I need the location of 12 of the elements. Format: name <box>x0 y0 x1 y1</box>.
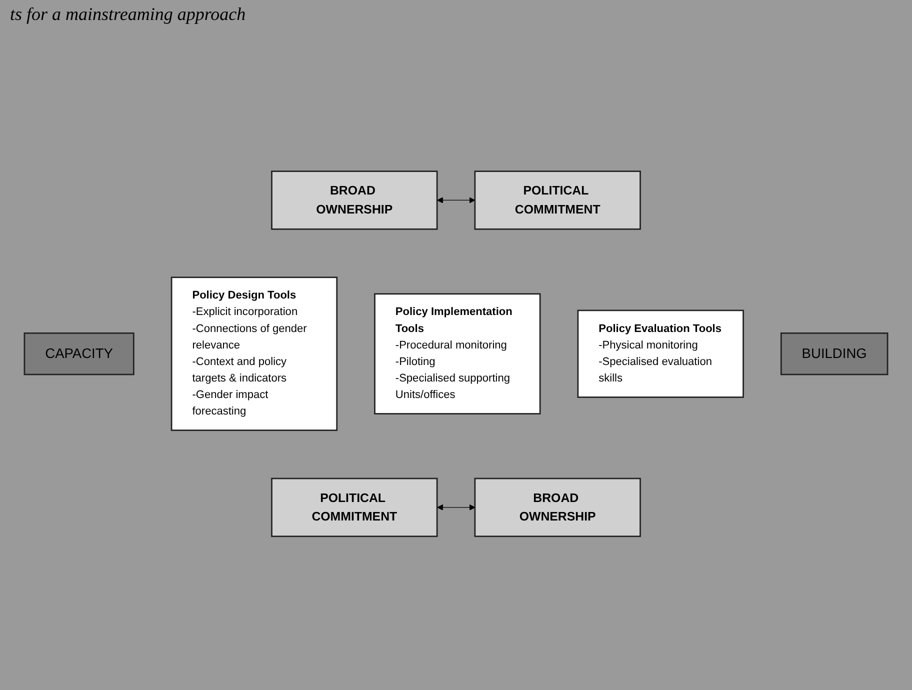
node-box: Policy Implementation Tools -Procedural monitoring -Piloting -Specialised supporting Units/offices <box>374 293 541 415</box>
arrow <box>437 504 476 511</box>
node-box: POLITICAL COMMITMENT <box>474 170 641 230</box>
node-box: CAPACITY <box>24 332 134 376</box>
node-box: BROAD OWNERSHIP <box>271 170 438 230</box>
arrow <box>437 197 476 204</box>
node-box: Policy Evaluation Tools -Physical monitoring -Specialised evaluation skills <box>577 310 744 398</box>
node-box: BUILDING <box>780 332 888 376</box>
node-box: BROAD OWNERSHIP <box>474 478 641 538</box>
node-box: POLITICAL COMMITMENT <box>271 478 438 538</box>
diagram-title: ts for a mainstreaming approach <box>9 3 247 26</box>
node-box: Policy Design Tools -Explicit incorporation -Connections of gender relevance -Context and policy targets & indicators -Gender impact forecasting <box>170 276 338 432</box>
